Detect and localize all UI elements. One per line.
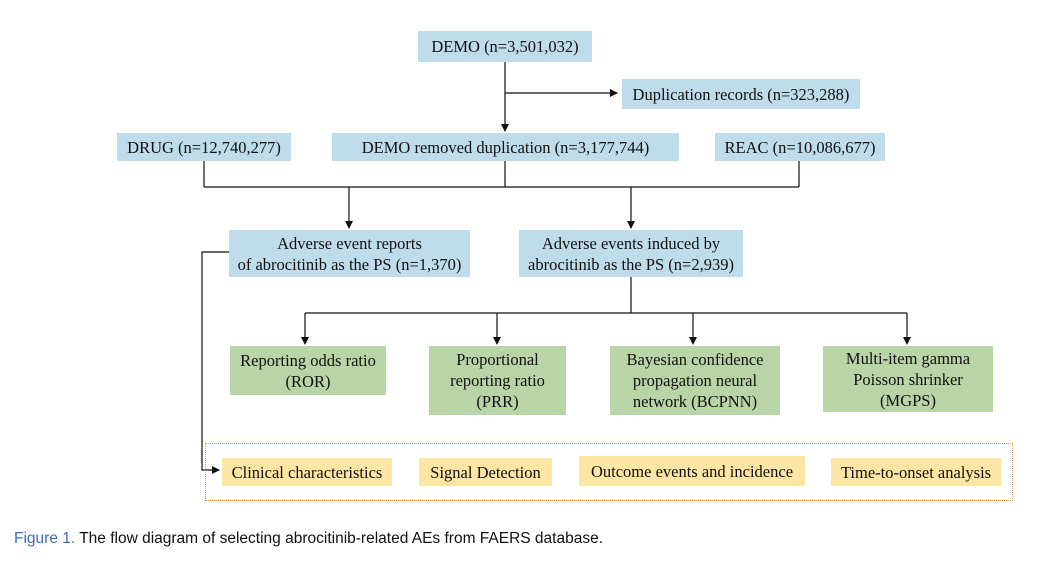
demo-node: DEMO (n=3,501,032) — [418, 31, 592, 62]
figure-caption-label: Figure 1. — [14, 530, 76, 547]
prr-method-node: Proportional reporting ratio (PRR) — [429, 346, 566, 415]
signal-detection-box: Signal Detection — [419, 458, 552, 486]
demo-removed-duplication-node: DEMO removed duplication (n=3,177,744) — [332, 133, 679, 161]
ror-method-node: Reporting odds ratio (ROR) — [230, 346, 386, 395]
arrow-reports-to-clinical — [201, 251, 229, 474]
reac-node: REAC (n=10,086,677) — [715, 133, 885, 161]
time-to-onset-box: Time-to-onset analysis — [831, 458, 1001, 486]
drug-node: DRUG (n=12,740,277) — [117, 133, 291, 161]
analyses-frame — [205, 443, 1013, 501]
adverse-events-induced-node: Adverse events induced by abrocitinib as… — [519, 230, 743, 277]
figure-caption-text: The flow diagram of selecting abrocitini… — [75, 530, 604, 547]
mgps-method-node: Multi-item gamma Poisson shrinker (MGPS) — [823, 346, 993, 412]
figure-caption: Figure 1. The flow diagram of selecting … — [14, 530, 603, 548]
bcpnn-method-node: Bayesian confidence propagation neural n… — [610, 346, 780, 415]
adverse-event-reports-node: Adverse event reports of abrocitinib as … — [229, 230, 470, 277]
duplication-records-node: Duplication records (n=323,288) — [622, 79, 860, 109]
outcome-events-box: Outcome events and incidence — [579, 456, 805, 486]
clinical-characteristics-box: Clinical characteristics — [222, 458, 392, 486]
